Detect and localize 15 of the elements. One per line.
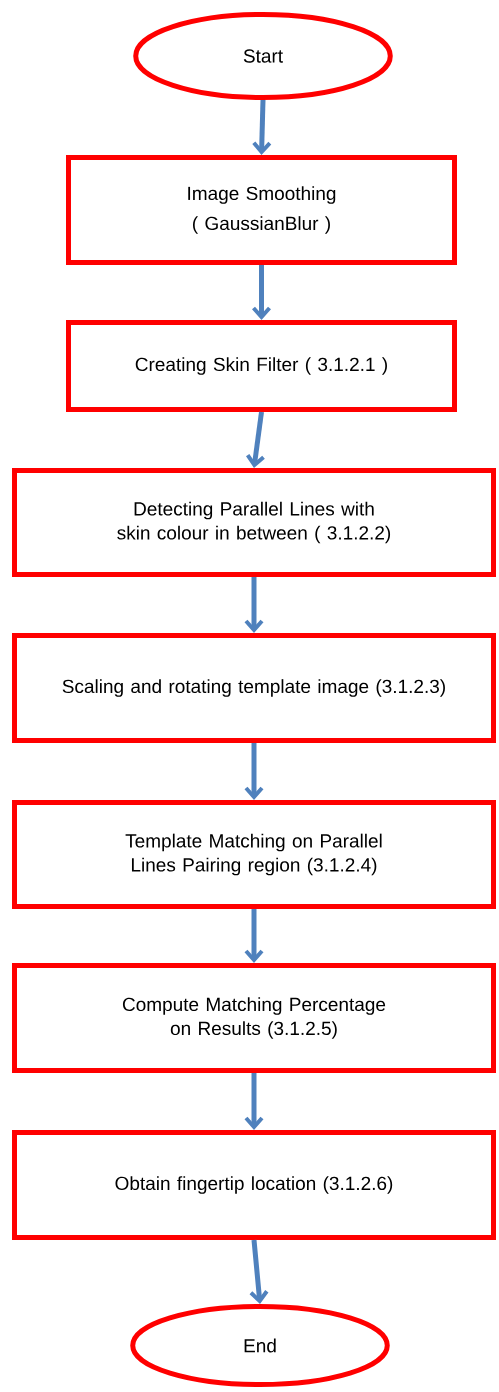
arrow (246, 411, 265, 468)
process-box: Creating Skin Filter ( 3.1.2.1 ) (66, 320, 457, 412)
process-box: Scaling and rotating template image (3.1.2.3) (12, 633, 496, 743)
process-box: Image Smoothing ( GaussianBlur ) (66, 155, 457, 265)
arrow (244, 1073, 264, 1130)
arrow (252, 265, 271, 320)
process-box: Detecting Parallel Lines with skin colour in between ( 3.1.2.2) (12, 468, 496, 577)
arrow (244, 577, 264, 633)
process-box: Template Matching on Parallel Lines Pairing region (3.1.2.4) (12, 800, 496, 909)
arrow (249, 1239, 269, 1304)
arrow (244, 743, 264, 800)
arrow (252, 99, 272, 155)
process-box: Obtain fingertip location (3.1.2.6) (12, 1130, 496, 1240)
process-box: Compute Matching Percentage on Results (3.1.2.5) (12, 963, 496, 1073)
arrow (244, 909, 264, 963)
